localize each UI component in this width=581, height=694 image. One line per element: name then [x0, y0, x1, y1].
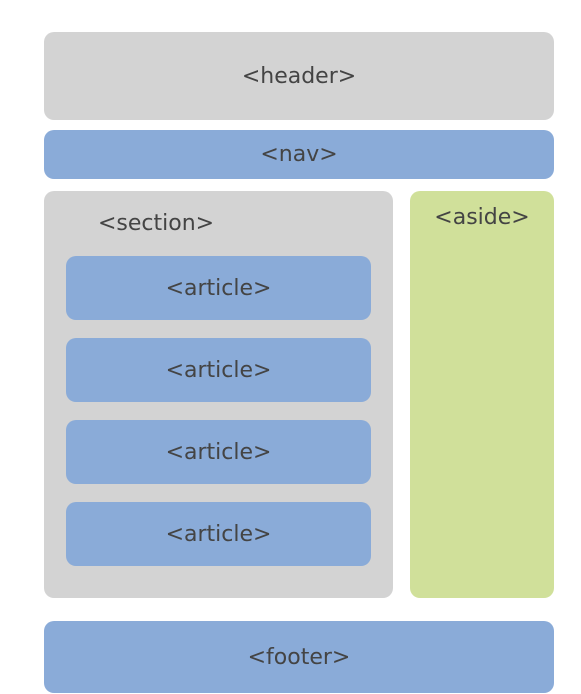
- article-block: <article>: [66, 420, 371, 484]
- header-label: <header>: [241, 63, 357, 89]
- article-label: <article>: [165, 357, 272, 383]
- section-label: <section>: [98, 211, 215, 236]
- footer-block: <footer>: [44, 621, 554, 693]
- article-label: <article>: [165, 439, 272, 465]
- aside-block: <aside>: [410, 191, 554, 598]
- article-label: <article>: [165, 275, 272, 301]
- section-block: <section> <article> <article> <article> …: [44, 191, 393, 598]
- nav-block: <nav>: [44, 130, 554, 179]
- article-block: <article>: [66, 338, 371, 402]
- footer-label: <footer>: [247, 644, 351, 670]
- header-block: <header>: [44, 32, 554, 120]
- article-block: <article>: [66, 256, 371, 320]
- aside-label: <aside>: [434, 205, 530, 230]
- article-block: <article>: [66, 502, 371, 566]
- nav-label: <nav>: [260, 142, 338, 167]
- article-label: <article>: [165, 521, 272, 547]
